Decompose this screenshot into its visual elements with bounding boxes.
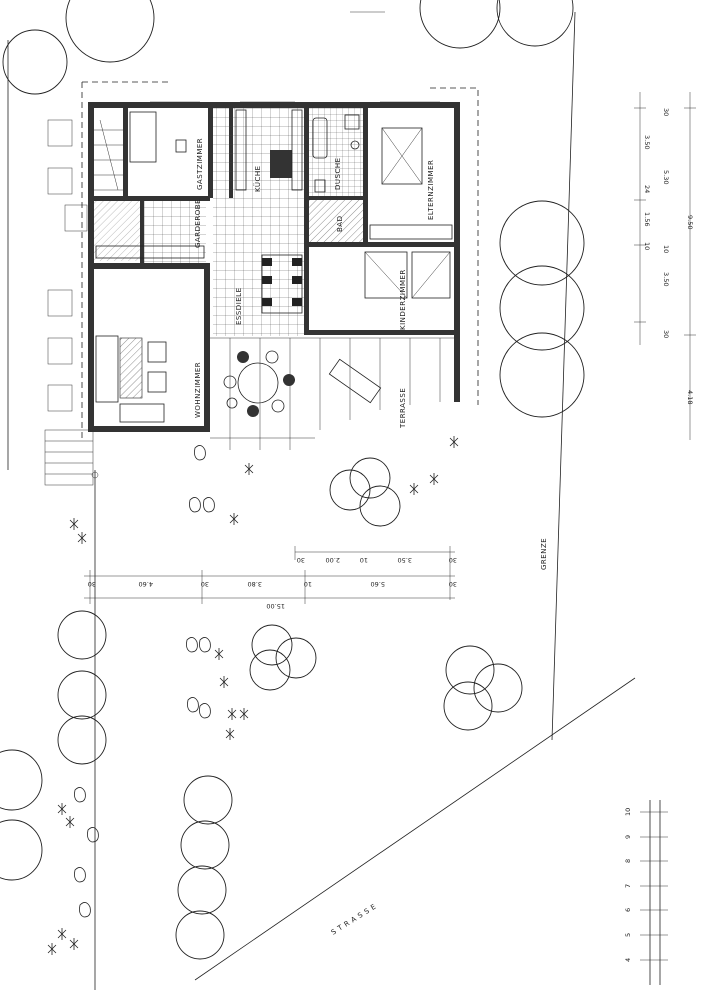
dim-right-10a: 10 [643, 242, 651, 250]
dim-right-156: 1.56 [643, 212, 651, 226]
trees-top [2, 0, 574, 95]
label-garderobe: GARDEROBE [194, 199, 202, 248]
label-dusche: DUSCHE [334, 157, 342, 190]
label-strasse: S T R A S S E [330, 903, 378, 937]
dim-right-950: 9.50 [686, 215, 694, 229]
label-grenze: GRENZE [540, 538, 548, 570]
stepping-stones [74, 445, 215, 918]
label-gastzimmer: GASTZIMMER [196, 138, 204, 190]
label-terrasse: TERRASSE [399, 388, 407, 429]
dim-right-24: 24 [643, 185, 651, 193]
scale-10: 10 [624, 808, 632, 816]
label-bad: BAD [336, 216, 344, 232]
dim-right-418: 4.18 [686, 390, 694, 404]
scale-9: 9 [624, 835, 632, 839]
scale-bar: 4 5 6 7 8 9 10 [624, 800, 668, 985]
dim-right-530: 5.30 [662, 170, 670, 184]
dim-bottom-30b: 30 [449, 556, 457, 564]
dim-right-30a: 30 [662, 108, 670, 116]
dim-bottom-30a: 30 [297, 556, 305, 564]
label-essdiele: ESSDIELE [235, 287, 243, 325]
scale-7: 7 [624, 884, 632, 888]
dim-bottom-30e: 30 [449, 580, 457, 588]
terrace [210, 337, 455, 450]
dim-right-350a: 3.50 [643, 135, 651, 149]
label-kinderzimmer: KINDERZIMMER [399, 269, 407, 330]
house [88, 101, 460, 432]
scale-4: 4 [624, 958, 632, 962]
dim-bottom-30c: 30 [88, 580, 96, 588]
dim-bottom-200: 2.00 [326, 556, 340, 564]
scale-5: 5 [624, 933, 632, 937]
dim-right-10b: 10 [662, 245, 670, 253]
hedge-blocks [47, 119, 88, 412]
scale-6: 6 [624, 908, 632, 912]
dim-bottom-10b: 10 [304, 580, 312, 588]
dim-bottom-560: 5.60 [371, 580, 385, 588]
dim-bottom-10a: 10 [360, 556, 368, 564]
dim-bottom-380: 3.80 [248, 580, 262, 588]
room-labels: GASTZIMMER KÜCHE DUSCHE BAD ELTERNZIMMER… [194, 138, 435, 429]
scale-8: 8 [624, 859, 632, 863]
dim-bottom-30d: 30 [201, 580, 209, 588]
label-elternzimmer: ELTERNZIMMER [427, 160, 435, 220]
dim-right-350b: 3.50 [662, 272, 670, 286]
roof-outline [81, 81, 479, 440]
dimension-chain-right: 30 3.50 24 5.30 10 1.56 9.50 10 3.50 30 … [634, 92, 696, 440]
entrance-steps [44, 429, 99, 486]
dim-bottom-350: 3.50 [398, 556, 412, 564]
trees [0, 200, 585, 960]
dim-bottom-460: 4.60 [139, 580, 153, 588]
label-kueche: KÜCHE [253, 165, 262, 192]
dimension-chain-bottom: 30 2.00 10 3.50 30 30 4.60 30 3.80 10 5.… [84, 546, 457, 610]
shrubs [47, 436, 459, 955]
label-wohnzimmer: WOHNZIMMER [194, 362, 202, 418]
dim-bottom-1500: 15.00 [266, 602, 285, 610]
dim-right-30b: 30 [662, 330, 670, 338]
